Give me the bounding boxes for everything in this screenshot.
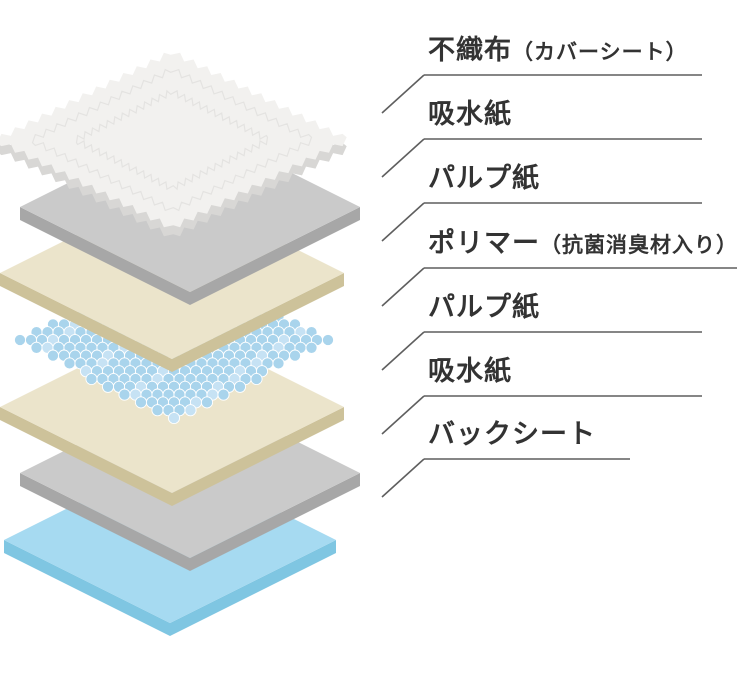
layer-label-text: 吸水紙: [428, 356, 512, 386]
cover-sheet-texture: [31, 68, 313, 212]
back-sheet-edge-right: [170, 540, 336, 636]
absorbent-paper-upper-edge-right: [190, 207, 360, 305]
callout-diagonal: [381, 458, 425, 498]
callout-pulp-paper-upper: [381, 202, 702, 242]
back-sheet-edge-left: [4, 540, 170, 636]
callout-diagonal: [381, 202, 425, 242]
layer-label-pulp-paper-lower: パルプ紙: [428, 290, 540, 324]
layer-label-text: ポリマー: [428, 228, 540, 258]
layer-label-text: パルプ紙: [428, 163, 540, 193]
polymer-bead: [250, 372, 263, 386]
polymer-bead: [288, 349, 302, 362]
callout-polymer: [381, 267, 737, 307]
callout-absorbent-paper-lower: [381, 395, 702, 435]
callout-pulp-paper-lower: [381, 331, 702, 371]
layer-label-text: 吸水紙: [428, 99, 512, 129]
pulp-paper-lower-edge-right: [172, 407, 344, 506]
polymer-bead: [118, 388, 131, 401]
polymer-bead: [272, 357, 285, 370]
layer-label-text: 不織布: [428, 35, 512, 65]
layer-cover-sheet: [0, 52, 347, 237]
polymer-bead: [30, 341, 43, 354]
pulp-paper-upper-edge-left: [0, 273, 172, 372]
cover-sheet-top-face: [0, 52, 347, 228]
layer-label-pulp-paper-upper: パルプ紙: [428, 161, 540, 195]
polymer-bead: [134, 396, 148, 409]
callout-diagonal: [381, 267, 425, 307]
polymer-bead: [63, 357, 76, 370]
absorbent-paper-lower-edge-left: [20, 473, 190, 571]
layer-label-polymer: ポリマー（抗菌消臭材入り）: [428, 226, 738, 260]
polymer-bead: [167, 411, 181, 425]
callout-absorbent-paper-upper: [381, 138, 702, 178]
polymer-bead: [13, 333, 27, 347]
layer-label-subtext: （カバーシート）: [512, 41, 688, 64]
layer-label-cover-sheet: 不織布（カバーシート）: [428, 33, 688, 67]
layer-label-back-sheet: バックシート: [428, 417, 596, 451]
pulp-paper-upper-edge-right: [172, 273, 344, 372]
layer-label-text: パルプ紙: [428, 292, 540, 322]
layer-label-subtext: （抗菌消臭材入り）: [540, 234, 738, 257]
polymer-bead: [233, 380, 247, 393]
callout-diagonal: [381, 331, 425, 371]
polymer-bead: [151, 404, 164, 417]
polymer-bead: [101, 380, 115, 393]
polymer-bead: [46, 349, 60, 362]
absorbent-paper-lower-edge-right: [190, 473, 360, 571]
callout-diagonal: [381, 138, 425, 178]
layer-label-absorbent-paper-lower: 吸水紙: [428, 354, 512, 388]
polymer-bead: [85, 372, 98, 386]
callout-diagonal: [381, 395, 425, 435]
polymer-bead: [184, 404, 197, 417]
layer-label-absorbent-paper-upper: 吸水紙: [428, 97, 512, 131]
polymer-bead: [305, 341, 318, 354]
layer-label-text: バックシート: [428, 419, 596, 449]
absorbent-paper-upper-edge-left: [20, 207, 190, 305]
polymer-bead: [200, 396, 214, 409]
callout-diagonal: [381, 74, 425, 114]
cover-sheet-texture: [75, 89, 269, 191]
polymer-bead: [217, 388, 230, 401]
callout-cover-sheet: [381, 74, 702, 114]
callout-back-sheet: [381, 458, 630, 498]
pulp-paper-lower-edge-left: [0, 407, 172, 506]
polymer-bead: [321, 333, 335, 347]
